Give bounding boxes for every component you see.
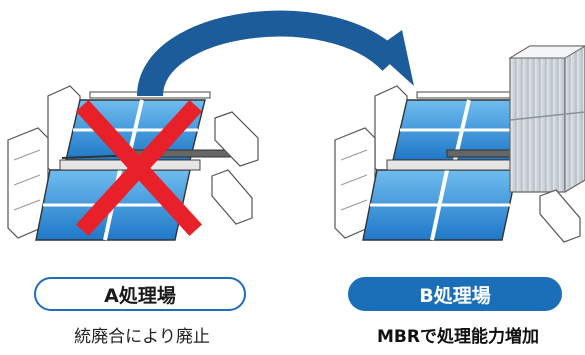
plant-a-note: 統廃合により廃止 <box>74 327 210 347</box>
plant-a-name: A処理場 <box>104 284 176 307</box>
transfer-arrow <box>137 10 414 98</box>
plant-a-label: A処理場 <box>34 277 246 311</box>
plant-b-illustration <box>334 45 585 243</box>
mbr-unit <box>508 45 585 193</box>
plant-b-tanks <box>362 99 533 241</box>
plant-a-side-units <box>211 111 259 225</box>
plant-b-label: B処理場 <box>348 277 562 311</box>
plant-a-building <box>7 85 81 239</box>
plant-a-illustration <box>7 85 259 241</box>
plant-b-name: B処理場 <box>419 284 491 307</box>
plant-b-note: MBRで処理能力増加 <box>377 327 539 347</box>
cross-mark <box>75 99 203 237</box>
plant-b-side-unit <box>539 189 581 243</box>
